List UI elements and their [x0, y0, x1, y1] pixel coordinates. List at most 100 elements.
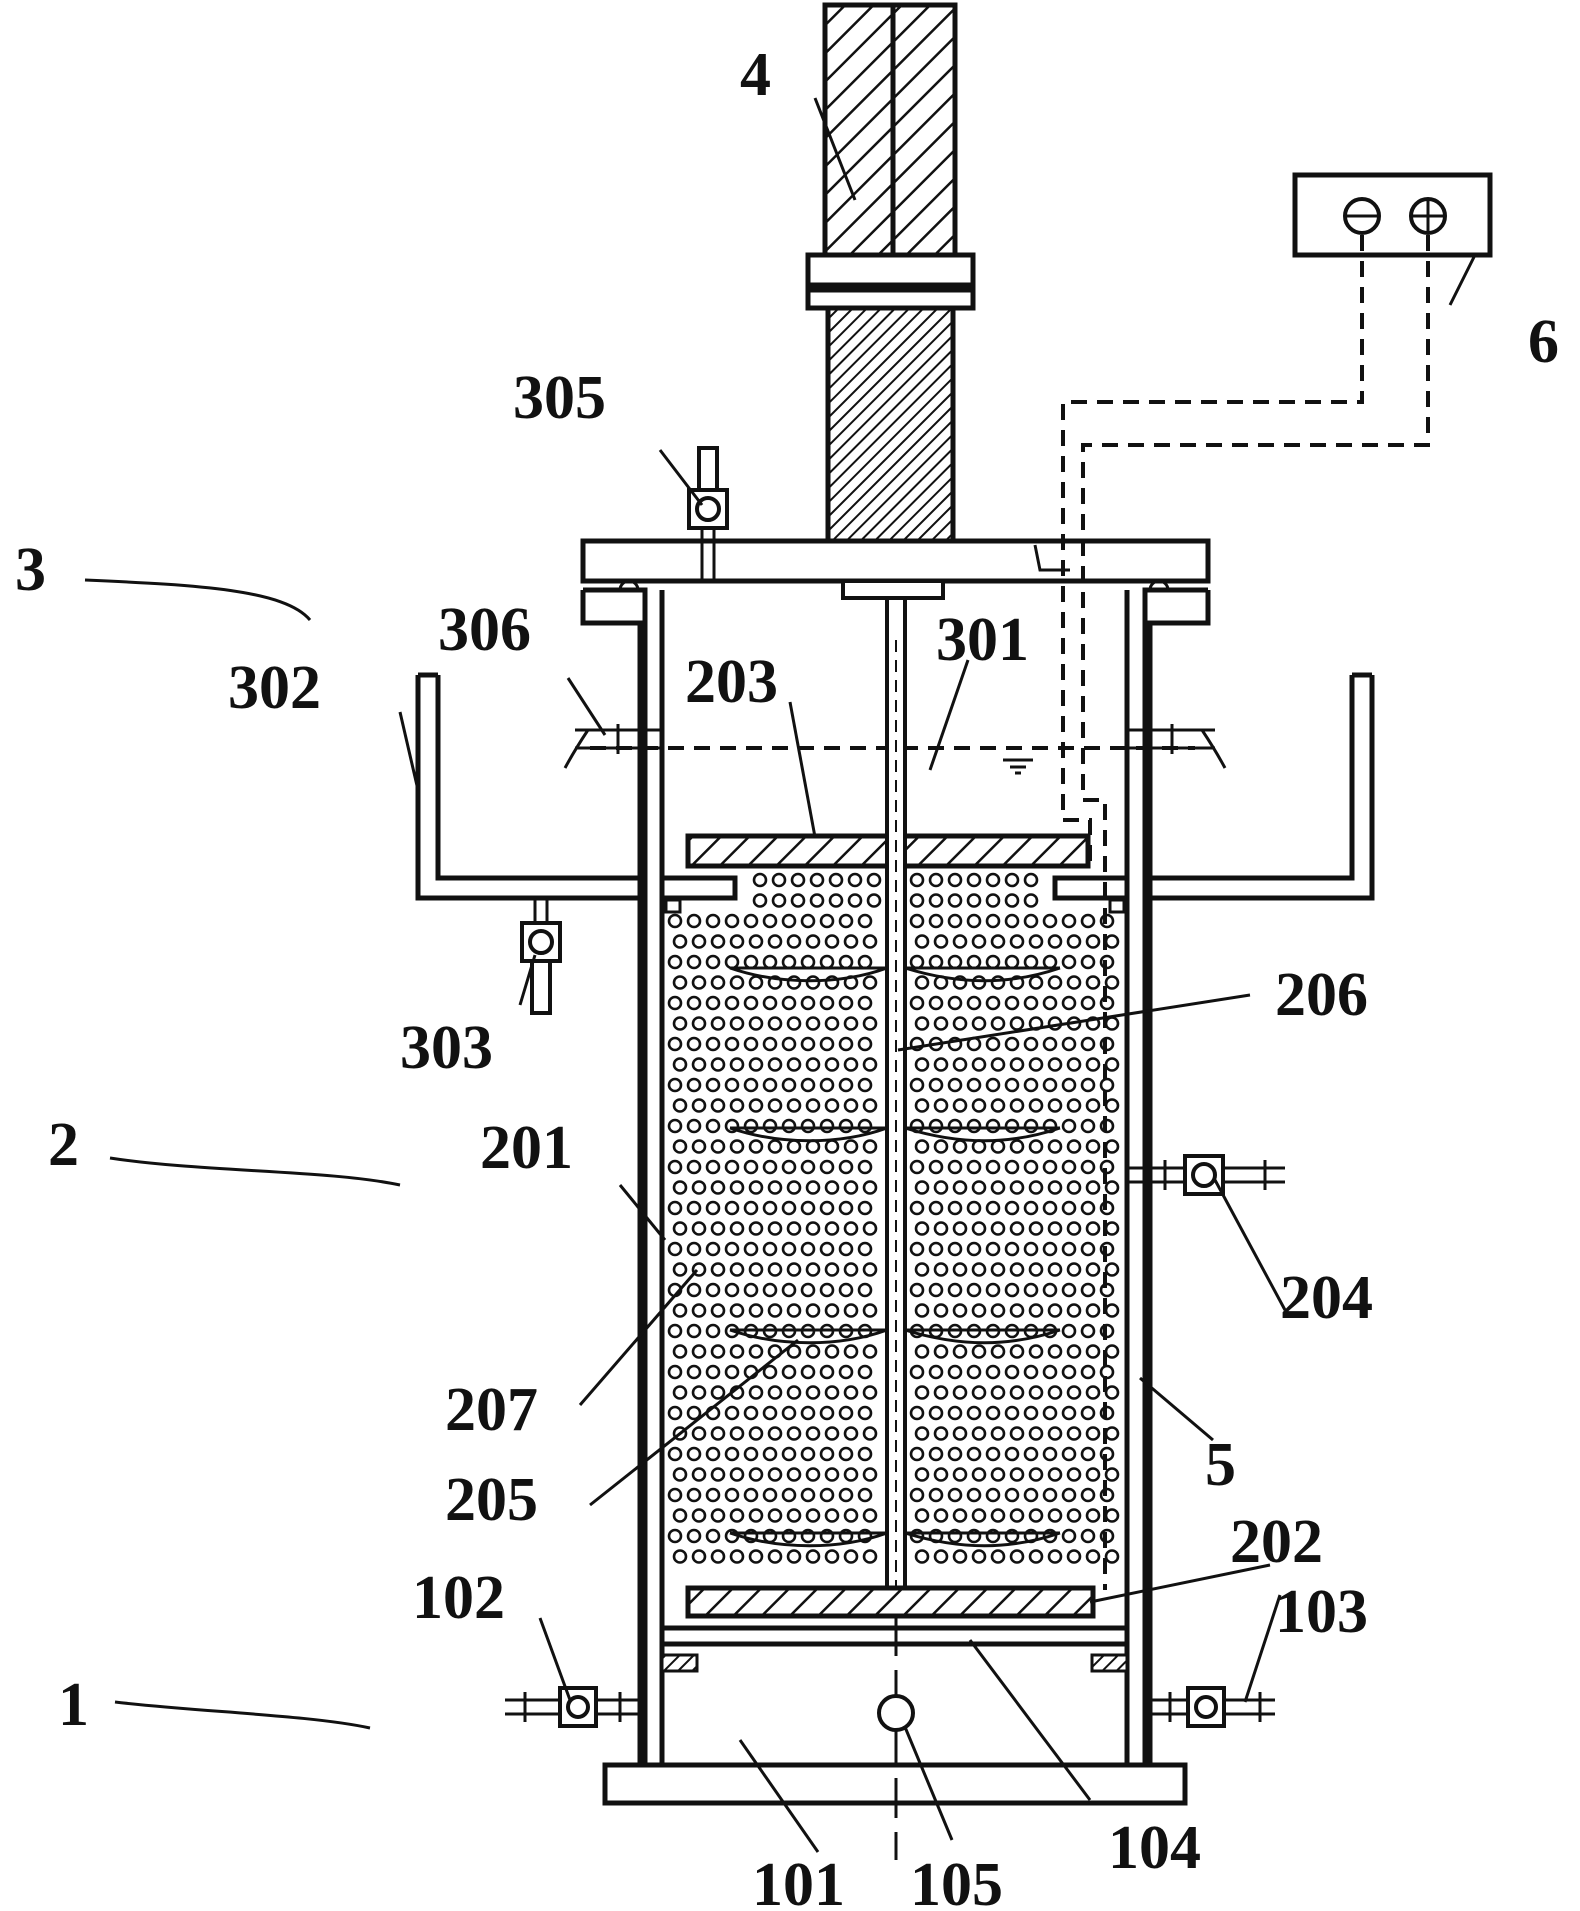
label-4: 4: [740, 41, 771, 109]
perforation-hole: [971, 1180, 987, 1195]
perforation-hole: [805, 975, 821, 990]
perforation-hole: [1023, 995, 1039, 1011]
perforation-hole: [767, 1057, 783, 1072]
perforation-hole: [1023, 1446, 1039, 1462]
perforation-hole: [1009, 1344, 1025, 1359]
perforation-hole: [971, 1426, 987, 1441]
perforation-hole: [971, 1098, 987, 1113]
perforation-hole: [691, 1426, 707, 1441]
perforation-hole: [1085, 1057, 1101, 1072]
perforation-hole: [966, 1282, 982, 1298]
perforation-hole: [1047, 1303, 1063, 1318]
perforation-hole: [952, 1303, 968, 1318]
perforation-hole: [686, 1487, 702, 1503]
perforation-hole: [857, 913, 873, 929]
perforation-hole: [786, 1344, 802, 1359]
perforation-hole: [1028, 1344, 1044, 1359]
perforation-hole: [1085, 1426, 1101, 1441]
perforation-hole: [781, 1282, 797, 1298]
perforation-hole: [805, 934, 821, 949]
perforation-hole: [933, 1016, 949, 1031]
perforation-hole: [838, 1405, 854, 1421]
perforation-hole: [828, 872, 844, 888]
perforation-hole: [947, 872, 963, 888]
perforation-hole: [966, 1118, 982, 1134]
perforation-hole: [914, 1221, 930, 1236]
perforation-hole: [786, 1303, 802, 1318]
perforation-hole: [800, 1405, 816, 1421]
perforation-hole: [1085, 1262, 1101, 1277]
perforation-hole: [990, 1180, 1006, 1195]
perforation-hole: [1023, 1036, 1039, 1052]
perforation-hole: [710, 1303, 726, 1318]
perforation-hole: [724, 1282, 740, 1298]
perforation-hole: [824, 1180, 840, 1195]
perforation-hole: [990, 934, 1006, 949]
perforation-hole: [686, 1036, 702, 1052]
perforation-hole: [914, 1467, 930, 1482]
perforation-hole: [786, 1262, 802, 1277]
perforation-hole: [805, 1057, 821, 1072]
perforation-hole: [952, 1344, 968, 1359]
perforation-hole: [1009, 1426, 1025, 1441]
perforation-hole: [1104, 1385, 1120, 1400]
perforation-hole: [748, 1180, 764, 1195]
perforation-hole: [686, 1241, 702, 1257]
perforation-hole: [966, 995, 982, 1011]
perforation-hole: [971, 1016, 987, 1031]
perforation-hole: [985, 1446, 1001, 1462]
perforation-hole: [1023, 1405, 1039, 1421]
perforation-hole: [862, 1344, 878, 1359]
perforation-hole: [838, 1159, 854, 1175]
perforation-hole: [1009, 1180, 1025, 1195]
perforation-hole: [762, 1241, 778, 1257]
perforation-hole: [748, 1467, 764, 1482]
perforation-hole: [819, 1241, 835, 1257]
perforation-hole: [1009, 1057, 1025, 1072]
perforation-hole: [767, 1467, 783, 1482]
perforation-hole: [1028, 975, 1044, 990]
perforation-hole: [862, 1385, 878, 1400]
perforation-hole: [724, 1405, 740, 1421]
perforation-hole: [743, 1077, 759, 1093]
perforation-hole: [748, 1057, 764, 1072]
perforation-hole: [1104, 1139, 1120, 1154]
perforation-hole: [985, 995, 1001, 1011]
perforation-hole: [1028, 1385, 1044, 1400]
perforation-hole: [990, 1508, 1006, 1523]
perforation-hole: [710, 1467, 726, 1482]
perforation-hole: [966, 1200, 982, 1216]
perforation-hole: [800, 913, 816, 929]
perforation-hole: [672, 1549, 688, 1564]
perforation-hole: [990, 1549, 1006, 1564]
perforation-hole: [800, 1446, 816, 1462]
perforation-hole: [914, 1344, 930, 1359]
perforation-hole: [966, 872, 982, 888]
perforation-hole: [729, 975, 745, 990]
perforation-hole: [710, 975, 726, 990]
perforation-hole: [1080, 1036, 1096, 1052]
perforation-hole: [862, 1057, 878, 1072]
perforation-hole: [748, 1426, 764, 1441]
perforation-hole: [914, 1139, 930, 1154]
perforation-hole: [781, 1364, 797, 1380]
perforation-hole: [1009, 1098, 1025, 1113]
perforation-hole: [824, 1344, 840, 1359]
perforation-hole: [1004, 954, 1020, 970]
perforation-hole: [1028, 1467, 1044, 1482]
side-arms-302: [415, 672, 1375, 901]
perforation-hole: [805, 1426, 821, 1441]
perforation-hole: [1104, 1098, 1120, 1113]
perforation-hole: [672, 1098, 688, 1113]
perforation-hole: [838, 954, 854, 970]
perforation-hole: [1004, 1077, 1020, 1093]
perforation-hole: [1085, 934, 1101, 949]
perforation-hole: [710, 1221, 726, 1236]
perforation-hole: [1042, 1077, 1058, 1093]
perforation-hole: [752, 893, 768, 908]
perforation-hole: [1023, 872, 1039, 888]
perforation-hole: [914, 1262, 930, 1277]
perforation-hole: [928, 1118, 944, 1134]
perforation-hole: [805, 1262, 821, 1277]
perforation-hole: [862, 1221, 878, 1236]
